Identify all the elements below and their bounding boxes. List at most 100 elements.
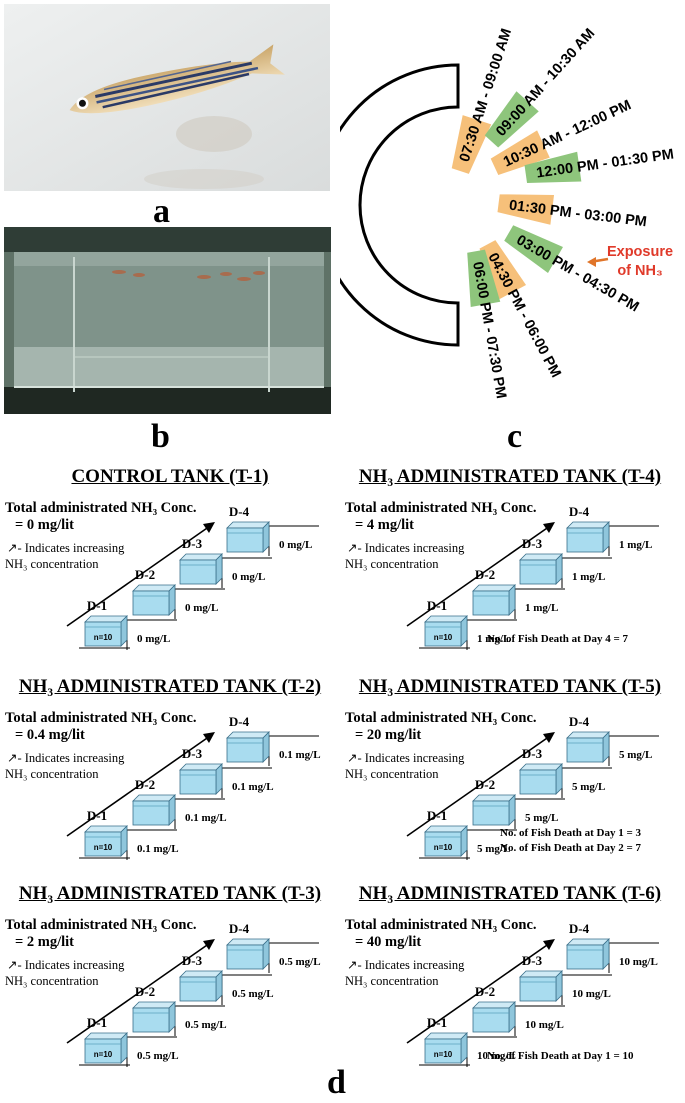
trend-arrow-head bbox=[203, 522, 215, 533]
tank-top bbox=[472, 584, 516, 592]
day-label: D-1 bbox=[427, 808, 447, 823]
day-label: D-3 bbox=[522, 953, 543, 968]
fish-count-label: n=10 bbox=[94, 1050, 113, 1059]
dose-label: 5 mg/L bbox=[525, 812, 558, 824]
exposure-label-nh3: of NH₃ bbox=[617, 263, 662, 279]
tank-front bbox=[566, 527, 604, 553]
fish-death-note: No. of Fish Death at Day 1 = 3 bbox=[500, 827, 642, 839]
legend-text: ↗- Indicates increasing bbox=[347, 541, 465, 555]
dose-label: 0.1 mg/L bbox=[279, 749, 321, 761]
day-label: D-4 bbox=[569, 921, 590, 936]
trend-arrow bbox=[66, 525, 211, 627]
interval-wedge bbox=[467, 249, 501, 307]
tank-top bbox=[132, 584, 176, 592]
tank-front bbox=[472, 800, 510, 826]
dose-label: 10 mg/L bbox=[525, 1019, 564, 1031]
tank-top bbox=[226, 521, 270, 529]
day-label: D-3 bbox=[182, 746, 203, 761]
tank-front bbox=[519, 559, 557, 585]
fish-count-label: n=10 bbox=[94, 843, 113, 852]
tank-front bbox=[424, 621, 462, 647]
tank-title: NH₃ ADMINISTRATED TANK (T-4) bbox=[358, 466, 662, 487]
interval-label: 07:30 AM - 09:00 AM bbox=[457, 27, 515, 164]
dose-label: 5 mg/L bbox=[477, 843, 510, 855]
tank-front bbox=[226, 527, 264, 553]
tank-front bbox=[424, 1038, 462, 1064]
dose-label: 10 mg/L bbox=[619, 956, 658, 968]
total-conc-value: = 0 mg/lit bbox=[15, 517, 74, 533]
legend-text: ↗- Indicates increasing bbox=[347, 751, 465, 765]
interval-wedge bbox=[484, 91, 539, 148]
legend-text: NH₃ concentration bbox=[5, 974, 99, 988]
dose-label: 0 mg/L bbox=[185, 602, 218, 614]
legend-text: ↗- Indicates increasing bbox=[7, 541, 125, 555]
total-conc-label: Total administrated NH₃ Conc. bbox=[5, 500, 197, 516]
dose-label: 10 mg/L bbox=[572, 988, 611, 1000]
tank-title: NH₃ ADMINISTRATED TANK (T-6) bbox=[358, 883, 662, 904]
tank-front bbox=[84, 621, 122, 647]
fish-count-label: n=10 bbox=[434, 1050, 453, 1059]
tank-top bbox=[424, 615, 468, 623]
interval-wedge bbox=[497, 194, 555, 225]
trend-arrow-head bbox=[203, 939, 215, 950]
exposure-arrow-head bbox=[587, 257, 596, 267]
tank-front bbox=[179, 976, 217, 1002]
tank-panel-4: NH₃ ADMINISTRATED TANK (T-5)Total admini… bbox=[345, 676, 675, 881]
trend-arrow-head bbox=[203, 732, 215, 743]
day-label: D-4 bbox=[569, 504, 590, 519]
dose-label: 0.1 mg/L bbox=[185, 812, 227, 824]
tank-front bbox=[179, 559, 217, 585]
exposure-label: Exposure bbox=[607, 244, 673, 260]
day-label: D-4 bbox=[569, 714, 590, 729]
tank-front bbox=[132, 1007, 170, 1033]
dose-label: 1 mg/L bbox=[477, 633, 510, 645]
tank-front bbox=[226, 737, 264, 763]
tank-front bbox=[132, 800, 170, 826]
trend-arrow-head bbox=[543, 522, 555, 533]
tank-top bbox=[226, 938, 270, 946]
dose-label: 1 mg/L bbox=[619, 539, 652, 551]
total-conc-value: = 20 mg/lit bbox=[355, 727, 421, 743]
total-conc-value: = 2 mg/lit bbox=[15, 934, 74, 950]
trend-arrow bbox=[66, 735, 211, 837]
dose-label: 0.5 mg/L bbox=[279, 956, 321, 968]
day-label: D-1 bbox=[87, 598, 107, 613]
interval-wedge bbox=[479, 240, 527, 300]
dose-label: 0.5 mg/L bbox=[137, 1050, 179, 1062]
tank-front bbox=[226, 944, 264, 970]
day-label: D-2 bbox=[475, 567, 495, 582]
interval-wedge bbox=[490, 130, 550, 175]
interval-wedge bbox=[504, 225, 563, 273]
legend-text: ↗- Indicates increasing bbox=[347, 958, 465, 972]
legend-text: NH₃ concentration bbox=[5, 767, 99, 781]
tank-top bbox=[424, 825, 468, 833]
panel-label-b: b bbox=[151, 418, 170, 455]
tank-front bbox=[566, 737, 604, 763]
tank-panel-1: CONTROL TANK (T-1)Total administrated NH… bbox=[5, 466, 335, 671]
tank-front bbox=[519, 769, 557, 795]
tank-top bbox=[472, 1001, 516, 1009]
tank-panel-5: NH₃ ADMINISTRATED TANK (T-3)Total admini… bbox=[5, 883, 335, 1088]
day-label: D-4 bbox=[229, 714, 250, 729]
tank-title: NH₃ ADMINISTRATED TANK (T-3) bbox=[18, 883, 322, 904]
tank-title: NH₃ ADMINISTRATED TANK (T-5) bbox=[358, 676, 662, 697]
night-period-arc bbox=[340, 63, 460, 347]
tank-top bbox=[84, 825, 128, 833]
day-label: D-1 bbox=[87, 808, 107, 823]
tank-front bbox=[472, 1007, 510, 1033]
tank-front bbox=[472, 590, 510, 616]
fish-death-note: No. of Fish Death at Day 4 = 7 bbox=[487, 633, 629, 645]
day-label: D-2 bbox=[135, 567, 155, 582]
trend-arrow-head bbox=[543, 732, 555, 743]
trend-arrow bbox=[66, 942, 211, 1044]
total-conc-value: = 0.4 mg/lit bbox=[15, 727, 85, 743]
day-label: D-1 bbox=[87, 1015, 107, 1030]
dose-label: 5 mg/L bbox=[619, 749, 652, 761]
day-label: D-2 bbox=[135, 984, 155, 999]
legend-text: ↗- Indicates increasing bbox=[7, 958, 125, 972]
panel-label-c: c bbox=[507, 418, 523, 455]
day-label: D-1 bbox=[427, 1015, 447, 1030]
tank-front bbox=[84, 1038, 122, 1064]
tank-top bbox=[519, 553, 563, 561]
tank-top bbox=[132, 1001, 176, 1009]
